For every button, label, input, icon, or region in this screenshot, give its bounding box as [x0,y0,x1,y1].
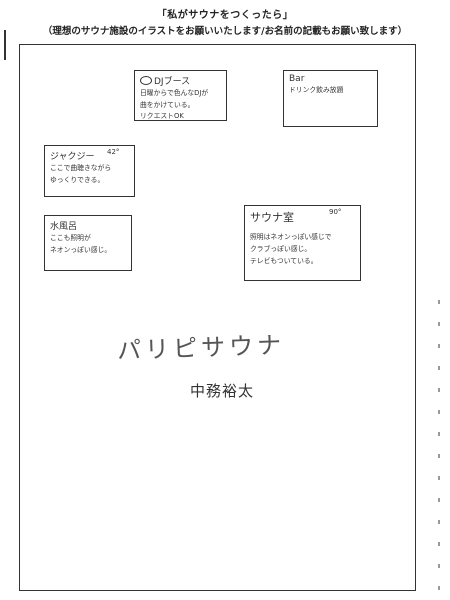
scan-noise [438,300,440,590]
bar-line: ドリンク飲み放題 [289,86,344,94]
cold-bath-box: 水風呂 ここも照明が ネオンっぽい感じ。 [44,215,132,271]
cold-bath-line: ここも照明が [50,234,91,242]
dj-booth-box: DJブース 日曜からで色んなDJが 曲をかけている。 リクエストOK [134,70,227,121]
form-header: 「私がサウナをつくったら」 （理想のサウナ施設のイラストをお願いいたします/お名… [0,6,450,37]
dj-logo-icon [140,76,152,85]
jacuzzi-box: ジャクジー 42° ここで曲聴きながら ゆっくりできる。 [44,145,135,197]
jacuzzi-line: ここで曲聴きながら [50,164,112,172]
author-name: 中務裕太 [190,382,255,400]
sauna-room-title: サウナ室 [250,211,294,224]
form-title: 「私がサウナをつくったら」 [156,10,294,21]
sauna-room-line: クラブっぽい感じ。 [250,245,312,253]
jacuzzi-line: ゆっくりできる。 [50,176,105,184]
sauna-room-temperature: 90° [329,208,342,216]
sauna-room-line: 照明はネオンっぽい感じで [250,233,332,241]
cold-bath-line: ネオンっぽい感じ。 [50,246,112,254]
jacuzzi-title: ジャクジー [50,152,95,162]
form-instructions: （理想のサウナ施設のイラストをお願いいたします/お名前の記載もお願い致します） [42,26,408,37]
bar-title: Bar [289,74,305,84]
jacuzzi-temperature: 42° [107,148,120,156]
drawing-frame [19,44,416,591]
dj-booth-line: リクエストOK [140,112,184,120]
bar-box: Bar ドリンク飲み放題 [283,70,378,127]
margin-mark [4,30,6,60]
cold-bath-title: 水風呂 [50,222,78,232]
sauna-room-box: サウナ室 90° 照明はネオンっぽい感じで クラブっぽい感じ。 テレビもついてい… [244,205,361,281]
drawing-title: パリピサウナ [116,331,286,365]
dj-booth-line: 日曜からで色んなDJが [140,89,209,97]
dj-booth-title: DJブース [140,74,221,87]
dj-booth-line: 曲をかけている。 [140,101,195,109]
sauna-room-line: テレビもついている。 [250,257,318,265]
